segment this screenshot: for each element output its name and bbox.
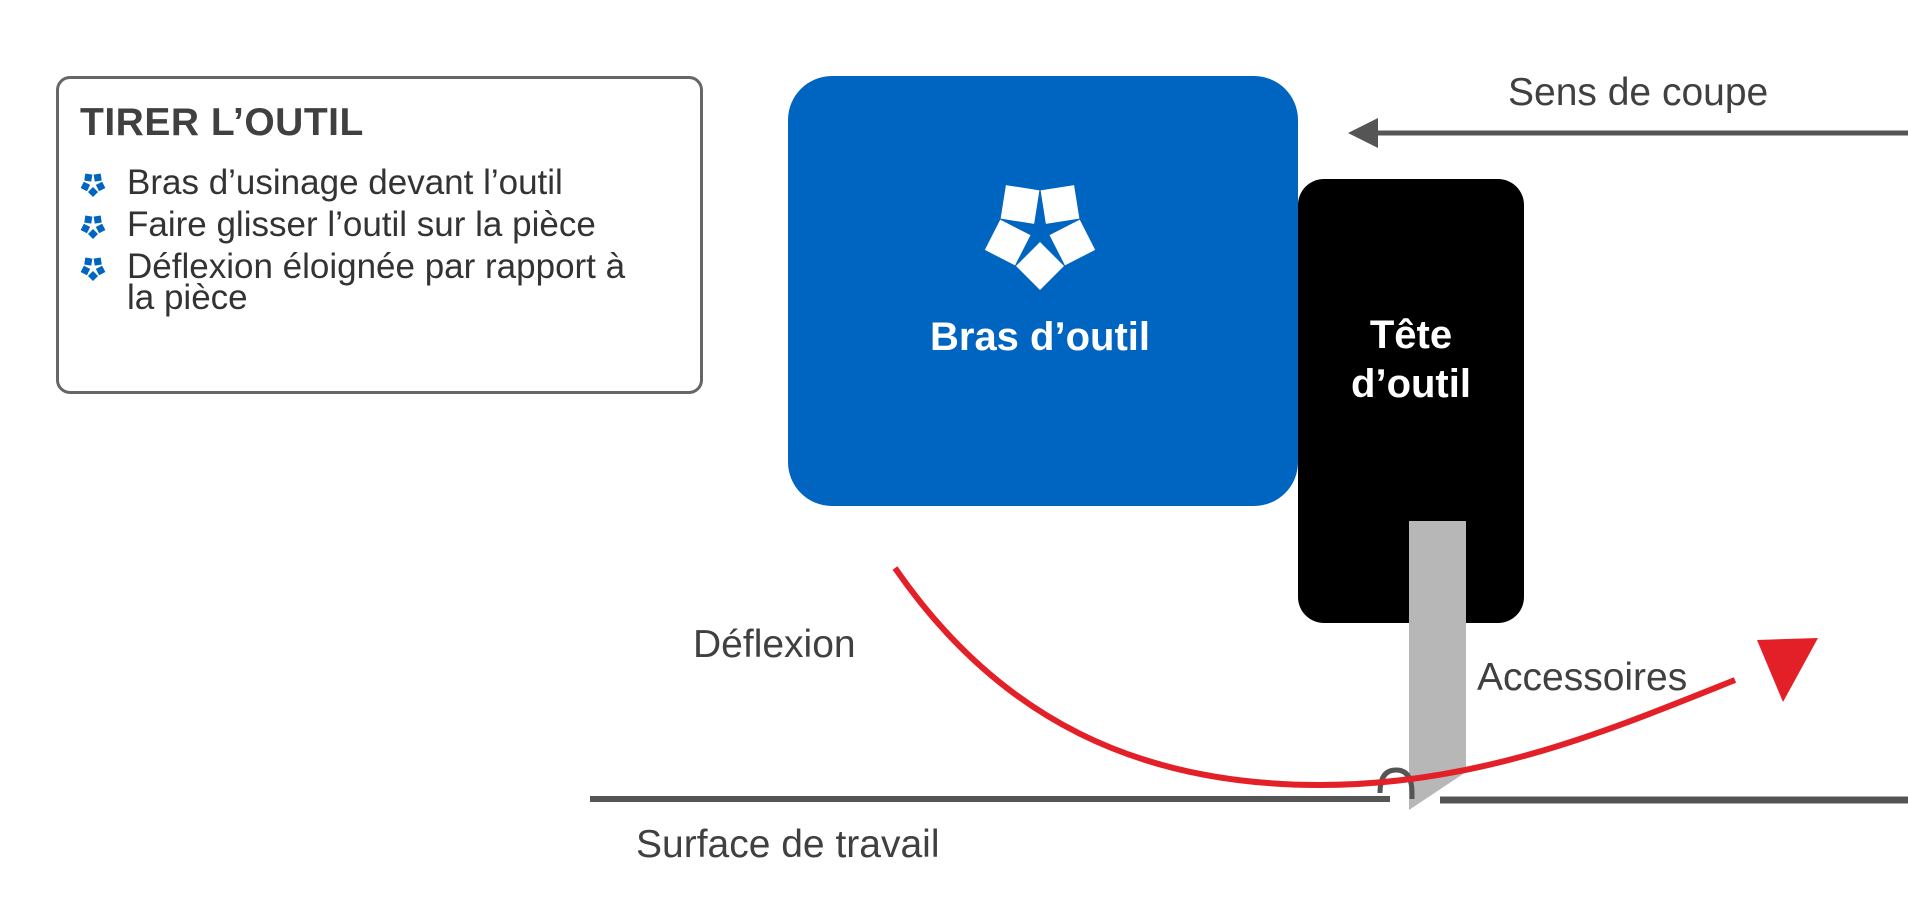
info-list: Bras d’usinage devant l’outil Faire glis… — [77, 165, 687, 324]
list-item-text: Bras d’usinage devant l’outil — [127, 163, 563, 202]
tool-head-label-line2: d’outil — [1351, 362, 1471, 406]
logo-star-icon — [80, 173, 106, 197]
info-box-title: TIRER L’OUTIL — [80, 101, 364, 144]
logo-star-icon — [80, 215, 106, 239]
deflection-label: Déflexion — [693, 623, 856, 666]
list-item-text: Déflexion éloignée par rapport à — [127, 247, 626, 286]
cut-direction-label: Sens de coupe — [1508, 71, 1768, 114]
logo-star-icon — [984, 185, 1096, 290]
deflection-arrowhead — [1757, 638, 1818, 702]
accessories-label: Accessoires — [1477, 656, 1687, 699]
work-surface-label: Surface de travail — [636, 823, 940, 866]
tool-head-label: Tête — [1370, 313, 1452, 357]
tool-arm — [788, 76, 1298, 506]
list-item: Déflexion éloignée par rapport à la pièc… — [77, 249, 687, 315]
list-item-text-continued: la pièce — [127, 278, 248, 317]
tool-head — [1298, 179, 1524, 623]
cut-direction-arrowhead — [1348, 118, 1378, 148]
list-item: Faire glisser l’outil sur la pièce — [77, 207, 687, 242]
accessory-bit — [1409, 521, 1466, 810]
list-item: Bras d’usinage devant l’outil — [77, 165, 687, 200]
tool-arm-label: Bras d’outil — [930, 315, 1150, 359]
list-item-text: Faire glisser l’outil sur la pièce — [127, 205, 596, 244]
logo-star-icon — [80, 257, 106, 281]
deflection-arrow — [892, 566, 1737, 789]
info-box: TIRER L’OUTIL Bras d’usinage devant l’ou… — [56, 76, 703, 394]
